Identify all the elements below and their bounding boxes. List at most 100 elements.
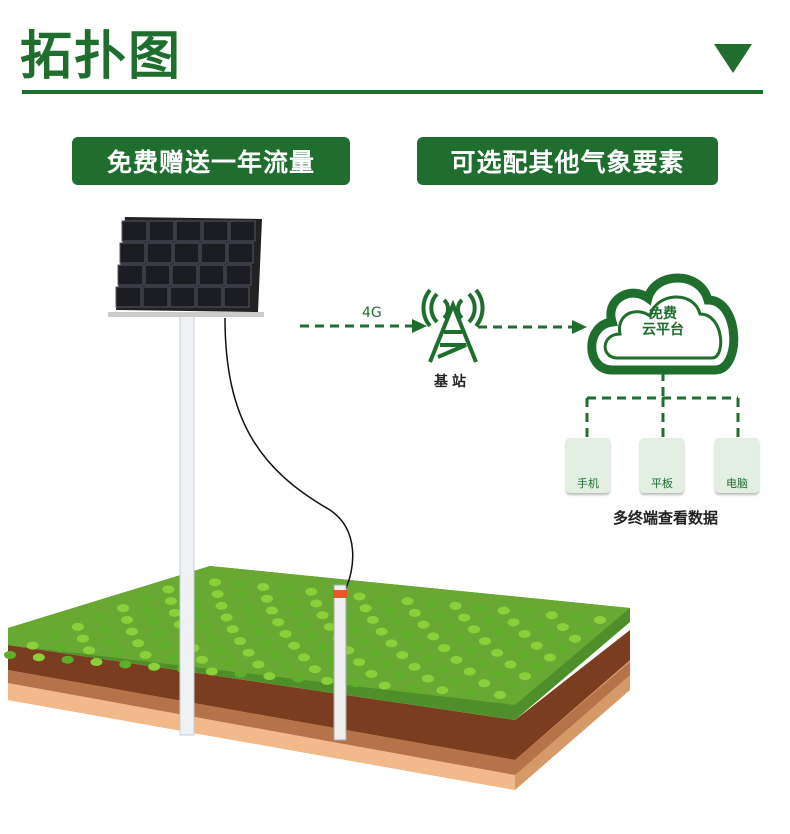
plant-sprout (504, 660, 517, 669)
plant-sprout (310, 599, 323, 608)
plant-sprout (453, 634, 466, 643)
plant-sprout (482, 615, 495, 624)
plant-sprout (305, 587, 318, 596)
plant-sprout (478, 637, 491, 646)
plant-sprout (438, 644, 451, 653)
plant-sprout (308, 665, 321, 674)
title-divider (22, 90, 763, 94)
plant-sprout (385, 639, 398, 648)
link-label-4g: 4G (362, 305, 382, 321)
plant-sprout (139, 651, 152, 660)
plant-sprout (49, 632, 62, 641)
plant-sprout (417, 620, 430, 629)
plant-sprout (569, 613, 582, 622)
plant-sprout (530, 641, 543, 650)
plant-sprout (148, 662, 161, 671)
plant-sprout (252, 660, 265, 669)
plant-sprout (449, 601, 462, 610)
plant-sprout (581, 625, 594, 634)
plant-sprout (76, 634, 89, 643)
plant-sprout (270, 651, 283, 660)
plant-sprout (261, 639, 274, 648)
plant-sprout (240, 604, 253, 613)
plant-sprout (517, 651, 530, 660)
plant-sprout (291, 608, 304, 617)
plant-sprout (98, 625, 111, 634)
plant-sprout (272, 618, 285, 627)
plant-sprout (493, 627, 506, 636)
plant-sprout (260, 594, 273, 603)
devices-caption: 多终端查看数据 (613, 509, 719, 527)
plant-sprout (464, 646, 477, 655)
plant-sprout (359, 604, 372, 613)
plant-sprout (521, 608, 534, 617)
plant-sprout (543, 632, 556, 641)
solar-pole (179, 314, 195, 736)
plant-sprout (71, 622, 84, 631)
plant-sprout (285, 597, 298, 606)
solar-panel-icon (108, 217, 264, 317)
plant-sprout (353, 658, 366, 667)
plant-sprout (205, 667, 218, 676)
plant-sprout (120, 615, 133, 624)
plant-sprout (316, 611, 329, 620)
plant-sprout (224, 658, 237, 667)
page-title: 拓扑图 (20, 27, 183, 87)
plant-sprout (315, 644, 328, 653)
plant-sprout (117, 604, 130, 613)
plant-sprout (401, 630, 414, 639)
plant-sprout (504, 639, 517, 648)
plant-sprout (491, 648, 504, 657)
plant-sprout (531, 662, 544, 671)
plant-sprout (507, 618, 520, 627)
plant-sprout (94, 613, 107, 622)
cloud-icon (587, 273, 739, 375)
plant-sprout (209, 578, 222, 587)
plant-sprout (423, 653, 436, 662)
soil-sensor-probe (333, 584, 347, 741)
plant-sprout (473, 604, 486, 613)
plant-sprout (281, 585, 294, 594)
badge-free-traffic: 免费赠送一年流量 (72, 137, 350, 185)
plant-sprout (234, 669, 247, 678)
plant-sprout (556, 644, 569, 653)
plant-sprout (569, 634, 581, 643)
plant-sprout (215, 601, 228, 610)
plant-sprout (375, 627, 388, 636)
plant-sprout (411, 641, 424, 650)
plant-sprout (425, 599, 438, 608)
plant-sprout (349, 625, 362, 634)
plant-sprout (506, 681, 519, 690)
plant-sprout (165, 597, 177, 606)
plant-sprout (321, 676, 334, 685)
plant-sprout (436, 665, 449, 674)
plant-sprout (280, 662, 293, 671)
plant-sprout (125, 627, 138, 636)
plant-sprout (200, 622, 213, 631)
plant-sprout (463, 667, 476, 676)
plant-sprout (306, 632, 319, 641)
device-tree-lines (585, 372, 740, 437)
plant-sprout (162, 585, 175, 594)
collapse-triangle-icon (714, 44, 752, 73)
plant-sprout (298, 620, 311, 629)
plant-sprout (297, 653, 310, 662)
plant-sprout (408, 662, 421, 671)
device-card-tablet: 平板 (640, 438, 684, 493)
plant-sprout (236, 592, 249, 601)
plant-sprout (401, 597, 414, 606)
plant-sprout (139, 594, 152, 603)
plant-sprout (61, 655, 74, 664)
plant-sprout (233, 580, 246, 589)
plant-sprout (392, 618, 405, 627)
plant-sprout (450, 655, 463, 664)
plant-sprout (211, 590, 224, 599)
plant-sprout (465, 688, 478, 697)
plant-sprout (532, 620, 545, 629)
plant-sprout (358, 637, 371, 646)
plant-sprout (54, 643, 67, 652)
plant-sprout (288, 641, 301, 650)
plant-sprout (104, 636, 117, 645)
